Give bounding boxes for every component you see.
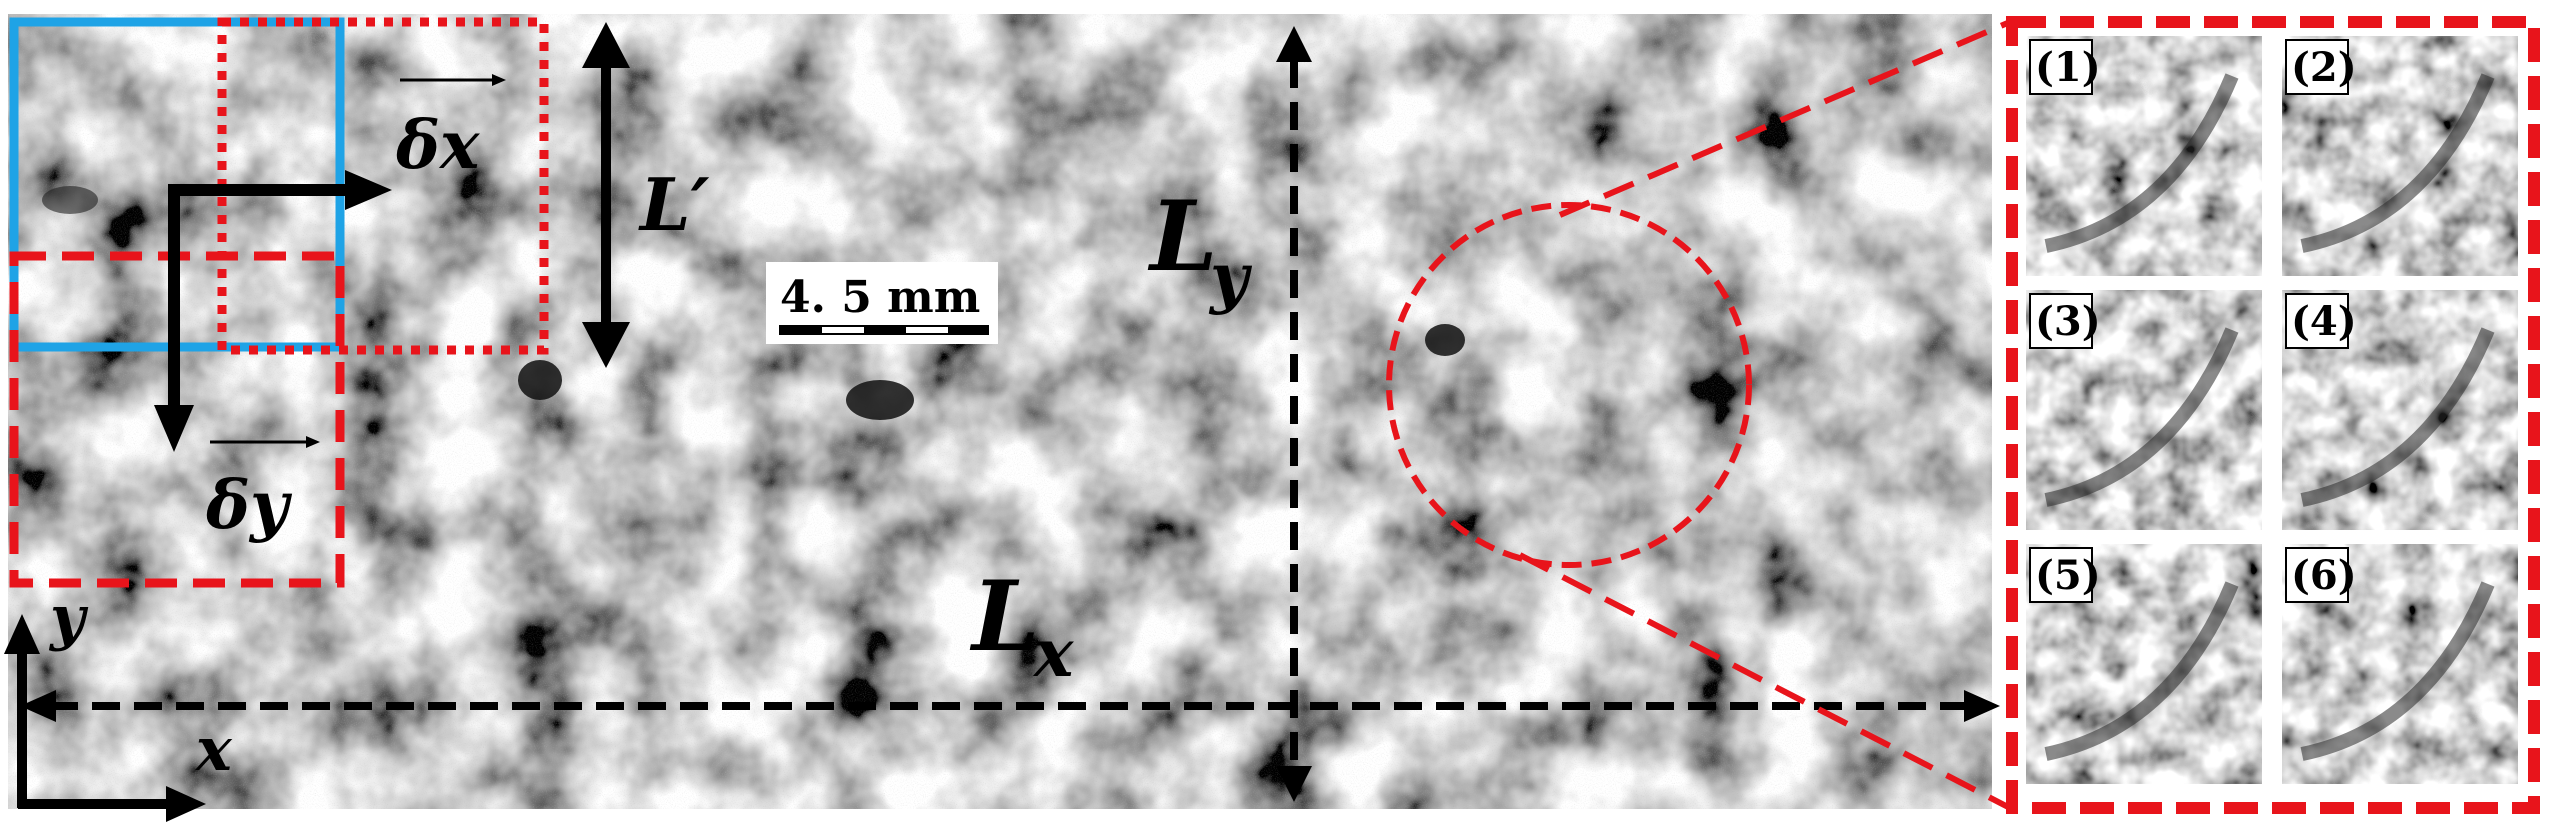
- svg-text:δx: δx: [395, 106, 480, 184]
- svg-text:δy: δy: [205, 466, 293, 544]
- inset-panel-tag: (6): [2291, 552, 2357, 599]
- inset-panel-tag: (2): [2291, 44, 2357, 91]
- delta-y-label: δy: [205, 436, 320, 544]
- ly-label: L: [1147, 180, 1218, 293]
- inset-panel-1: (1): [2026, 36, 2262, 276]
- ly-subscript: y: [1208, 238, 1253, 316]
- inset-panel-tag: (5): [2035, 552, 2101, 599]
- inset-panel-tag: (4): [2291, 298, 2357, 345]
- l-prime-arrow: L′: [582, 22, 710, 368]
- inset-panel-6: (6): [2282, 544, 2518, 784]
- lx-label: L: [969, 560, 1040, 673]
- shift-arrows: [154, 170, 392, 452]
- inset-panel-3: (3): [2026, 290, 2262, 530]
- inset-panel-2: (2): [2282, 36, 2518, 276]
- l-prime-label: L′: [638, 162, 710, 247]
- inset-panel-4: (4): [2282, 290, 2518, 530]
- inset-panel-grid: (1) (2) (3) (4) (5) (6): [2006, 16, 2540, 814]
- inset-panel-tag: (1): [2035, 44, 2101, 91]
- inset-panel-tag: (3): [2035, 298, 2101, 345]
- delta-x-label: δx: [395, 74, 506, 184]
- ly-arrow: L y: [1147, 26, 1312, 802]
- scale-bar: 4. 5 mm: [766, 262, 998, 344]
- zoom-callout: [1386, 19, 2012, 811]
- axis-x-label: x: [194, 715, 233, 785]
- axis-y-label: y: [48, 583, 89, 653]
- speckle-image: [8, 14, 1992, 809]
- coordinate-axes: y x: [4, 583, 233, 822]
- lx-subscript: x: [1032, 614, 1074, 692]
- scale-bar-label: 4. 5 mm: [780, 272, 980, 323]
- inset-panel-5: (5): [2026, 544, 2262, 784]
- lx-arrow: L x: [20, 560, 2000, 722]
